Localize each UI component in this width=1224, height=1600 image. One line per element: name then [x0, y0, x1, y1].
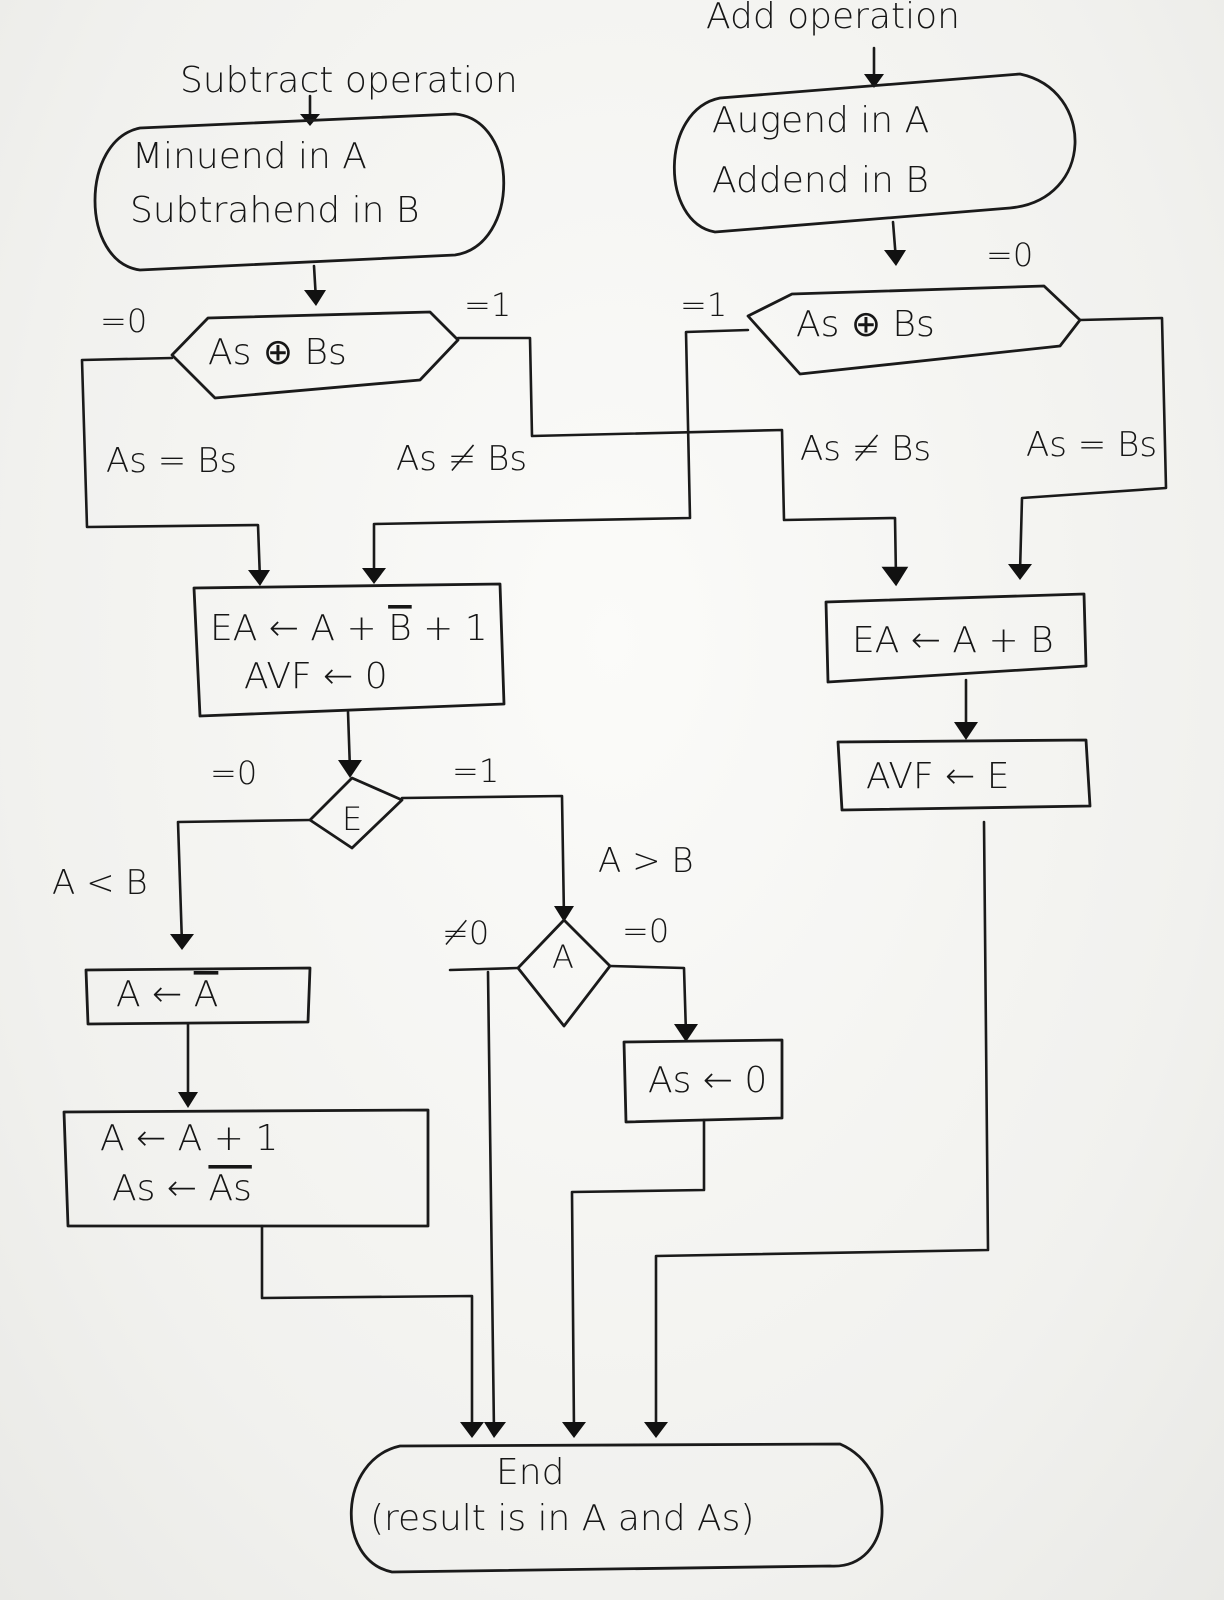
- add-decision-zero-label: =0: [986, 236, 1033, 274]
- add-start-terminal: Augend in A Addend in B: [672, 72, 1077, 234]
- increment-to-end-connector: [260, 1224, 484, 1438]
- subtract-compute-box: EA ← A + B + 1 AVF ← 0: [192, 582, 506, 718]
- a-zero-label: =0: [622, 912, 669, 950]
- a-greater-than-b-label: A > B: [598, 841, 694, 881]
- compute-to-e-arrow: [338, 710, 362, 778]
- end-result-text: (result is in A and As): [370, 1498, 754, 1539]
- subtract-start-arrow: [304, 264, 326, 306]
- add-compute-text: EA ← A + B: [852, 620, 1054, 661]
- sign-prefix: As ←: [112, 1168, 208, 1209]
- compute-prefix: EA ← A +: [210, 608, 388, 649]
- increment-box: A ← A + 1 As ← As: [62, 1108, 430, 1228]
- e-decision-text: E: [342, 800, 362, 838]
- a-decision-text: A: [552, 938, 574, 976]
- e-zero-label: =0: [210, 754, 257, 792]
- overflow-to-end-connector: [644, 820, 990, 1438]
- a-less-than-b-label: A < B: [52, 863, 148, 903]
- subtrahend-label: Subtrahend in B: [130, 190, 419, 231]
- subtract-eq-connector: [80, 356, 270, 586]
- increment-line1: A ← A + 1: [100, 1118, 278, 1159]
- augend-label: Augend in A: [712, 100, 929, 141]
- subtract-compute-line2: AVF ← 0: [244, 656, 388, 697]
- e-zero-connector: [170, 818, 312, 950]
- subtract-decision-one-label: =1: [464, 286, 511, 324]
- subtract-sign-decision: As ⊕ Bs: [170, 310, 460, 400]
- add-decision-one-label: =1: [680, 286, 727, 324]
- add-eq-connector: [1008, 316, 1168, 580]
- subtract-eq-branch-label: As = Bs: [106, 441, 237, 481]
- add-compute-to-overflow-arrow: [954, 678, 978, 740]
- subtract-decision-text: As ⊕ Bs: [208, 332, 347, 373]
- subtract-start-terminal: Minuend in A Subtrahend in B: [93, 112, 505, 272]
- minuend-label: Minuend in A: [132, 136, 367, 177]
- complement-a-text: A ← A: [116, 974, 218, 1015]
- e-decision: E: [308, 776, 404, 850]
- clear-sign-text: As ← 0: [648, 1060, 767, 1101]
- overflow-text: AVF ← E: [866, 756, 1009, 797]
- end-terminal: End (result is in A and As): [349, 1442, 884, 1574]
- clear-sign-box: As ← 0: [622, 1038, 784, 1124]
- a-zero-decision: A: [516, 918, 612, 1028]
- add-sign-decision: As ⊕ Bs: [746, 284, 1082, 376]
- a-nonzero-connector: [448, 966, 520, 1438]
- e-one-label: =1: [452, 752, 499, 790]
- a-complement: A: [194, 974, 219, 1015]
- complement-a-box: A ← A: [84, 966, 312, 1026]
- add-title: Add operation: [706, 0, 960, 37]
- add-decision-text: As ⊕ Bs: [796, 304, 935, 345]
- subtract-neq-connector: [456, 336, 909, 587]
- subtract-decision-zero-label: =0: [100, 302, 147, 340]
- add-eq-branch-label: As = Bs: [1026, 425, 1157, 465]
- complement-prefix: A ←: [116, 974, 194, 1015]
- overflow-box: AVF ← E: [836, 738, 1092, 812]
- e-one-connector: [400, 794, 574, 922]
- compute-suffix: + 1: [412, 608, 488, 649]
- sign-complement: As: [208, 1168, 251, 1209]
- clear-sign-to-end-connector: [562, 1118, 706, 1438]
- add-neq-connector: [362, 328, 750, 584]
- subtract-compute-line1: EA ← A + B + 1: [210, 608, 488, 649]
- add-neq-branch-label: As ≠ Bs: [800, 429, 931, 469]
- add-title-arrow: [864, 46, 884, 88]
- add-compute-box: EA ← A + B: [824, 592, 1088, 684]
- b-complement: B: [388, 608, 412, 649]
- subtract-title: Subtract operation: [180, 60, 518, 101]
- complement-to-increment-arrow: [178, 1022, 198, 1108]
- a-nonzero-label: ≠0: [442, 914, 489, 952]
- increment-line2: As ← As: [112, 1168, 252, 1209]
- subtract-neq-branch-label: As ≠ Bs: [396, 439, 527, 479]
- end-text: End: [496, 1452, 564, 1493]
- addend-label: Addend in B: [712, 160, 929, 201]
- a-zero-connector: [608, 964, 698, 1042]
- add-start-arrow: [884, 220, 906, 266]
